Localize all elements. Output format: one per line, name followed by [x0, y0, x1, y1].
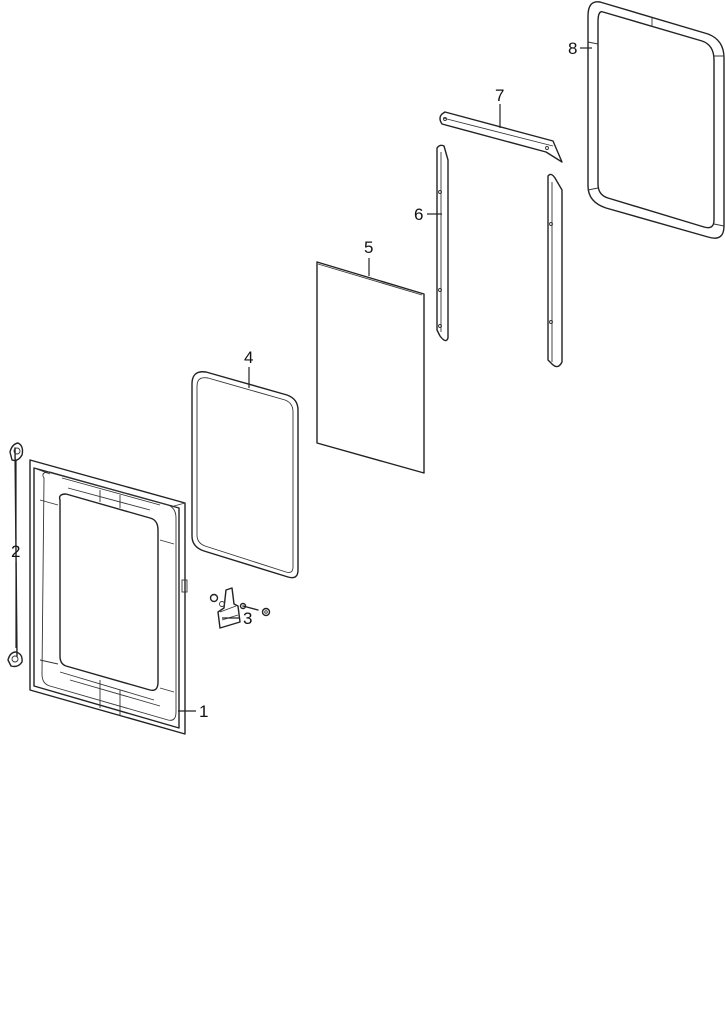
part-8-outer-frame	[587, 1, 725, 239]
callout-8: 8	[568, 39, 577, 58]
callout-1: 1	[199, 702, 208, 721]
part-1-door-panel	[29, 459, 188, 735]
part-5-glass-panel	[316, 261, 425, 474]
part-4-gasket-frame	[191, 371, 299, 579]
callout-5: 5	[364, 238, 373, 257]
part-6-side-trims	[436, 144, 563, 368]
callout-4: 4	[244, 348, 253, 367]
callout-2: 2	[11, 542, 20, 561]
callout-6: 6	[414, 205, 423, 224]
part-3-latch-bracket	[209, 587, 271, 629]
part-7-top-trim	[439, 111, 563, 163]
callout-3: 3	[243, 609, 252, 628]
leader-lines	[15, 47, 592, 712]
callout-7: 7	[495, 86, 504, 105]
